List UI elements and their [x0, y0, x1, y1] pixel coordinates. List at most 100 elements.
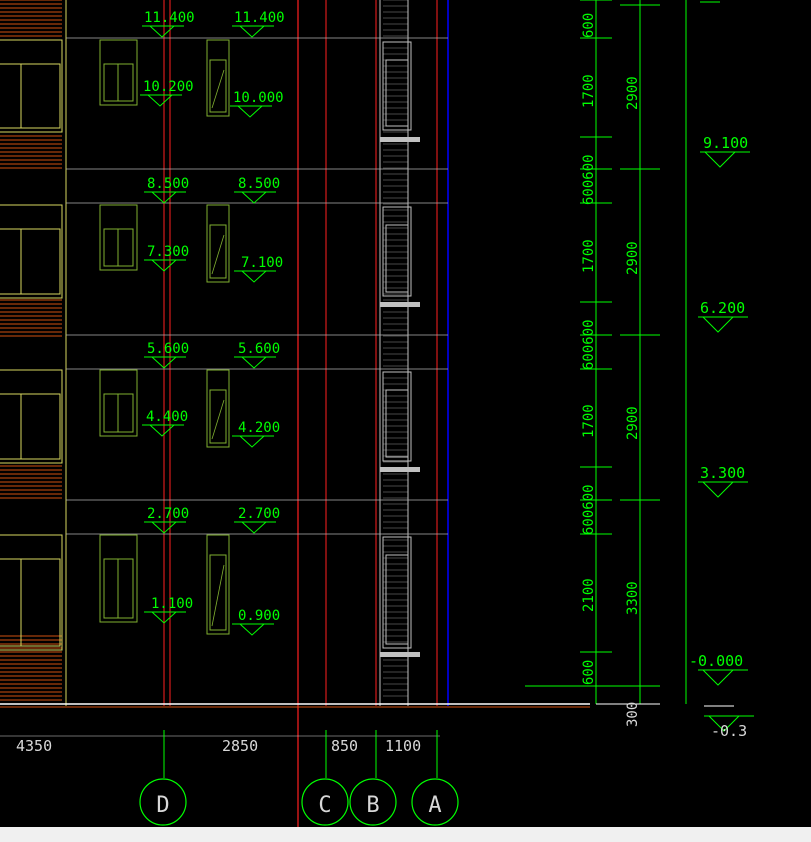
landing-slab — [380, 467, 420, 472]
sill-level-left: 1.100 — [151, 596, 193, 612]
floor-level-left: 8.500 — [147, 176, 189, 192]
axis-label-c: C — [318, 793, 331, 818]
sill-level-right: 4.200 — [238, 420, 280, 436]
elev-triangle — [701, 669, 735, 686]
dim-outer: 2900 — [625, 241, 641, 275]
tall-window-swing — [211, 564, 225, 627]
sill-level-right: 7.100 — [241, 255, 283, 271]
level-triangle — [240, 521, 268, 534]
dim-bottom: 4350 — [16, 737, 52, 755]
left-wall-hatching — [0, 0, 408, 705]
sill-level-left: 4.400 — [146, 409, 188, 425]
axis-bubble — [301, 778, 349, 826]
stair-window-inner — [385, 554, 409, 645]
tall-window-inner — [209, 224, 227, 279]
window-frame — [99, 369, 138, 437]
stair-window — [382, 371, 412, 462]
dim-inner: 1700 — [581, 404, 597, 438]
axis-label-a: A — [428, 793, 441, 818]
level-triangle — [150, 521, 178, 534]
left-window-inner — [0, 393, 61, 460]
dim-inner: 600 — [581, 13, 597, 38]
level-triangle — [148, 25, 176, 38]
drawing-geometry — [0, 0, 754, 827]
left-window-frame — [0, 534, 63, 651]
axis-label-d: D — [156, 793, 169, 818]
tall-window-inner — [209, 59, 227, 113]
dim-outer: 2900 — [625, 76, 641, 110]
dim-inner: 2100 — [581, 578, 597, 612]
tall-window-swing — [211, 234, 225, 275]
dim-bottom: 2850 — [222, 737, 258, 755]
sill-level-left: 10.200 — [143, 79, 194, 95]
tall-window-swing — [211, 399, 225, 440]
elevation-label: 6.200 — [700, 299, 745, 317]
elev-triangle — [701, 316, 735, 333]
left-window-inner — [0, 228, 61, 295]
landing-slab — [380, 652, 420, 657]
tall-window-inner — [209, 389, 227, 444]
dim-outer: 3300 — [625, 581, 641, 615]
elev-triangle — [707, 715, 741, 732]
level-triangle — [240, 191, 268, 204]
dim-inner: 600600 — [581, 319, 597, 370]
elevation-label: 3.300 — [700, 464, 745, 482]
left-window-frame — [0, 369, 63, 464]
window-frame — [99, 39, 138, 106]
axis-bubble — [411, 778, 459, 826]
level-triangle — [150, 191, 178, 204]
landing-slab — [380, 137, 420, 142]
tall-window-frame — [206, 369, 230, 448]
level-triangle — [150, 611, 178, 624]
floor-level-left: 5.600 — [147, 341, 189, 357]
elevation-label: -0.000 — [689, 652, 743, 670]
dim-inner: 1700 — [581, 74, 597, 108]
floor-level-right: 5.600 — [238, 341, 280, 357]
floor-level-left: 2.700 — [147, 506, 189, 522]
dim-outer: 2900 — [625, 406, 641, 440]
tall-window-frame — [206, 204, 230, 283]
dim-bottom: 850 — [331, 737, 358, 755]
axis-label-b: B — [366, 793, 379, 818]
window-frame — [99, 534, 138, 623]
tall-window-swing — [211, 69, 225, 109]
drawing-annotations: 11.400 11.400 8.500 8.500 5.600 5.600 2.… — [16, 10, 748, 818]
floor-level-right: 2.700 — [238, 506, 280, 522]
axis-bubble — [349, 778, 397, 826]
elev-triangle — [701, 481, 735, 498]
sill-level-right: 10.000 — [233, 90, 284, 106]
level-triangle — [146, 94, 174, 107]
level-triangle — [148, 424, 176, 437]
floor-level-right: 8.500 — [238, 176, 280, 192]
tall-window-inner — [209, 554, 227, 631]
left-window-frame — [0, 204, 63, 299]
stair-window — [382, 206, 412, 297]
stair-window — [382, 41, 412, 131]
tall-window-frame — [206, 534, 230, 635]
stair-window-inner — [385, 59, 409, 127]
floor-level-right: 11.400 — [234, 10, 285, 26]
level-triangle — [238, 435, 266, 448]
level-triangle — [150, 259, 178, 272]
stair-window-inner — [385, 224, 409, 293]
dim-bottom: 1100 — [385, 737, 421, 755]
floor-level-left: 11.400 — [144, 10, 195, 26]
stair-window-inner — [385, 389, 409, 458]
level-triangle — [240, 356, 268, 369]
sill-level-left: 7.300 — [147, 244, 189, 260]
left-window-inner — [0, 63, 61, 129]
level-triangle — [236, 105, 264, 118]
left-window-inner — [0, 558, 61, 647]
level-triangle — [238, 25, 266, 38]
stair-window — [382, 536, 412, 649]
landing-slab — [380, 302, 420, 307]
level-triangle — [238, 623, 266, 636]
dim-inner: 1700 — [581, 239, 597, 273]
status-bar — [0, 827, 811, 842]
dim-inner: 600600 — [581, 484, 597, 535]
elevation-label: -0.3 — [711, 722, 747, 740]
axis-bubble — [139, 778, 187, 826]
dim-inner: 300 — [625, 702, 641, 727]
level-triangle — [150, 356, 178, 369]
